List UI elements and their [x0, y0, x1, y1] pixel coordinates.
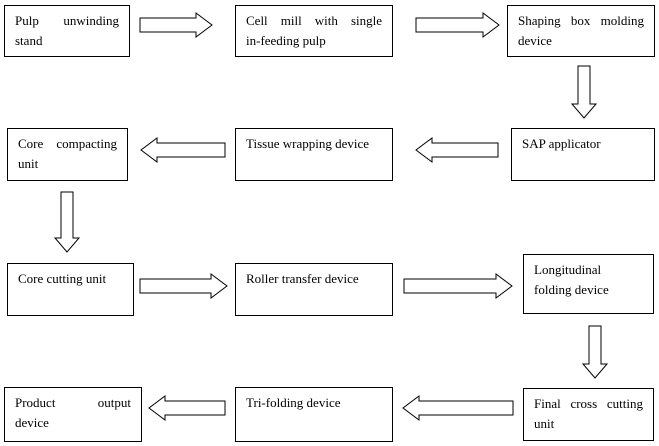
node-line: unit: [18, 156, 39, 171]
node-sap-applicator: SAP applicator: [511, 128, 655, 181]
node-line: Cell mill with single: [246, 13, 382, 28]
arrow-core-compacting-to-core-cutting: [53, 191, 81, 253]
node-line: folding device: [534, 282, 609, 297]
arrow-tissue-to-core-compacting: [140, 137, 226, 163]
node-line: Longitudinal: [534, 262, 602, 277]
node-line: device: [15, 415, 49, 430]
node-line: Tri-folding device: [246, 395, 341, 410]
arrow-core-cutting-to-roller: [139, 273, 228, 299]
arrow-cell-mill-to-shaping-box: [415, 12, 500, 38]
node-product-output: Product output device: [4, 387, 142, 442]
node-line: Core cutting unit: [18, 271, 107, 286]
node-final-cross-cutting: Final cross cutting unit: [523, 388, 654, 441]
node-line: Final cross cutting: [534, 396, 643, 411]
node-line: Tissue wrapping device: [246, 136, 370, 151]
node-line: Shaping box molding: [518, 13, 644, 28]
arrow-longitudinal-to-final-cutting: [581, 325, 609, 379]
node-longitudinal-folding: Longitudinal folding device: [523, 254, 654, 314]
node-roller-transfer: Roller transfer device: [235, 263, 393, 316]
node-pulp-unwinding-stand: Pulp unwinding stand: [4, 5, 130, 57]
arrow-pulp-to-cell-mill: [139, 12, 213, 38]
arrow-shaping-box-to-sap: [570, 65, 598, 119]
node-line: Core compacting: [18, 136, 117, 151]
node-tri-folding: Tri-folding device: [235, 387, 393, 442]
node-tissue-wrapping: Tissue wrapping device: [235, 128, 393, 181]
arrow-sap-to-tissue-wrapping: [415, 137, 499, 163]
node-core-compacting: Core compacting unit: [7, 128, 128, 181]
node-core-cutting: Core cutting unit: [7, 263, 134, 316]
node-line: Product output: [15, 395, 131, 410]
node-line: stand: [15, 33, 43, 48]
node-line: SAP applicator: [522, 136, 601, 151]
node-shaping-box: Shaping box molding device: [507, 5, 655, 57]
node-line: Pulp unwinding: [15, 13, 119, 28]
node-line: Roller transfer device: [246, 271, 359, 286]
node-line: device: [518, 33, 552, 48]
node-line: unit: [534, 416, 555, 431]
arrow-roller-to-longitudinal: [403, 273, 513, 299]
arrow-final-cutting-to-tri-folding: [402, 395, 514, 421]
arrow-tri-folding-to-product-output: [148, 395, 226, 421]
node-line: in-feeding pulp: [246, 33, 326, 48]
node-cell-mill: Cell mill with single in-feeding pulp: [235, 5, 393, 57]
